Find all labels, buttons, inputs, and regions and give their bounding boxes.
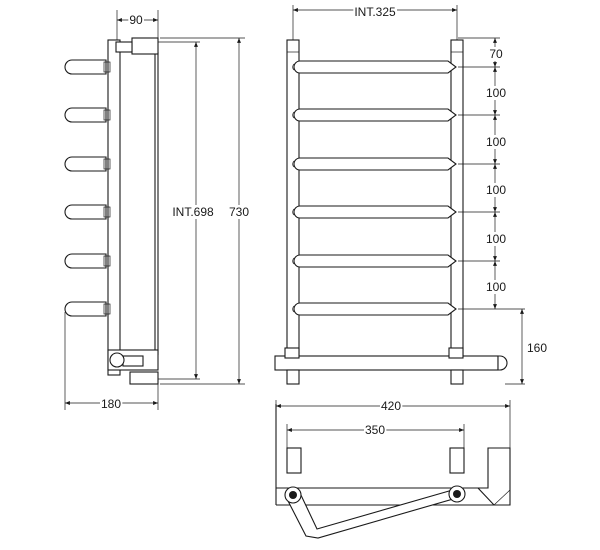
side-view-rails [64,59,107,317]
side-view-top-bracket [131,37,159,55]
side-view-rail [64,107,107,123]
front-view-post-left [286,39,300,371]
dim-rail-spacing-label: 70 [489,47,503,61]
dim-rail-spacing-label: 100 [486,86,506,100]
dim-plan-overall: 420 [275,399,511,448]
dim-rail-spacing-label: 100 [486,280,506,294]
front-view: INT.325 70 100 100 100 100 100 [274,5,549,385]
dim-label-backdrop [99,397,123,411]
front-view-rail [293,60,457,74]
plan-view-pivot-left-core [289,491,297,499]
dim-label-backdrop [525,341,549,355]
dim-base-height-label: 160 [527,341,547,355]
dim-overall-height: 730 [160,37,251,385]
side-view-collar [103,255,111,267]
side-view-rail [64,59,107,75]
dim-rail-spacing: 70 100 100 100 100 100 [458,37,525,310]
dim-post-interval-label: INT.325 [354,5,396,19]
dim-rail-spacing-label: 100 [486,183,506,197]
dim-label-backdrop [171,205,216,219]
front-view-rails [293,60,457,316]
front-view-rail [293,302,457,316]
plan-view-bent-bar [285,488,461,539]
plan-view-end-bracket [476,447,511,506]
dim-label-backdrop [128,13,144,27]
side-view-rail [64,301,107,317]
dim-rail-spacing-label: 100 [486,232,506,246]
front-view-right-foot [450,369,464,385]
dim-label-backdrop [227,205,251,219]
side-view-foot-tube [109,352,125,368]
plan-view: 420 350 [275,399,511,539]
front-view-rail [293,254,457,268]
dim-overall-height-label: 730 [229,205,249,219]
side-view-collar [103,303,111,315]
dim-label-backdrop [484,183,508,197]
side-view: 90 INT.698 730 180 [64,10,251,411]
side-view-collar [103,206,111,218]
dim-side-width: 90 [116,10,159,40]
side-view-collar [103,109,111,121]
plan-view-post-right [449,447,465,474]
front-view-rail [293,108,457,122]
plan-view-post-left [286,447,302,474]
dim-label-backdrop [488,47,504,61]
dim-side-depth: 180 [64,312,159,411]
side-view-base-plate [129,371,159,385]
side-view-foot-block [122,355,144,367]
dim-label-backdrop [363,423,387,437]
dim-label-backdrop [484,135,508,149]
dim-plan-overall-label: 420 [381,399,401,413]
dim-plan-inner-label: 350 [365,423,385,437]
dim-label-backdrop [353,5,398,19]
dim-side-depth-label: 180 [101,397,121,411]
dim-label-backdrop [484,280,508,294]
dim-plan-inner: 350 [286,423,465,448]
dim-label-backdrop [379,399,403,413]
front-view-left-fitting [284,347,300,359]
plan-view-pivot-right-core [453,490,461,498]
side-view-collar [103,158,111,170]
side-view-rail [64,204,107,220]
front-view-base-end [497,355,508,371]
side-view-post [107,39,121,376]
front-view-rail [293,205,457,219]
dim-bar-interval: INT.698 [158,41,216,380]
side-view-top-joint [115,41,133,53]
front-view-base-bar [274,355,499,371]
dim-side-width-label: 90 [129,13,143,27]
front-view-right-fitting [448,347,464,359]
side-view-collar [103,61,111,73]
dim-post-interval: INT.325 [292,5,458,40]
dim-base-height: 160 [505,309,549,385]
front-view-left-foot [286,369,300,385]
dim-bar-interval-label: INT.698 [172,205,214,219]
dim-label-backdrop [484,232,508,246]
front-view-rail [293,157,457,171]
front-view-post-right [450,39,464,371]
side-view-rail [64,253,107,269]
dim-rail-spacing-label: 100 [486,135,506,149]
dim-label-backdrop [484,86,508,100]
side-view-rail [64,156,107,172]
